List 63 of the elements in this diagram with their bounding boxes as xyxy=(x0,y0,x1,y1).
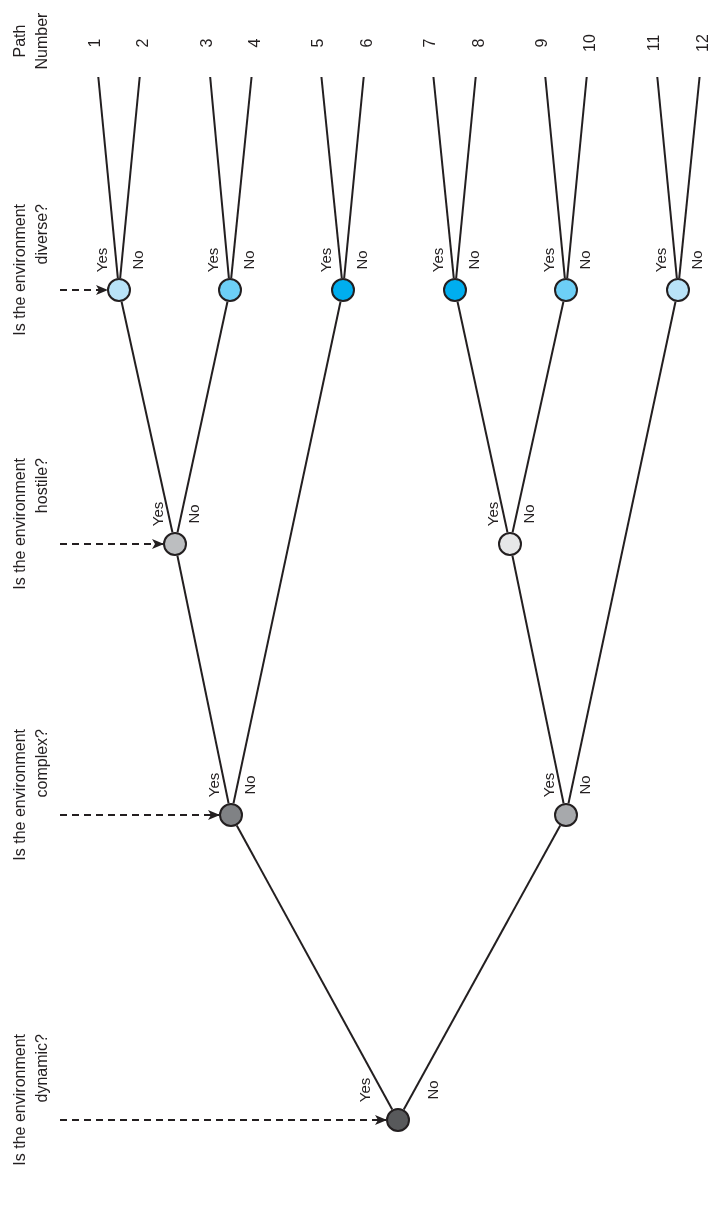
path-number: 6 xyxy=(358,38,376,48)
path-number: 12 xyxy=(694,34,712,52)
dashed-arrow xyxy=(59,810,220,820)
edge-label: No xyxy=(184,504,202,524)
branch-line xyxy=(232,300,342,805)
path-number: 11 xyxy=(645,34,663,52)
path-number: 3 xyxy=(198,38,216,48)
branch-line xyxy=(511,300,565,534)
edge-label: Yes xyxy=(539,772,557,798)
branch-line xyxy=(567,300,677,805)
dashed-arrow xyxy=(59,539,164,549)
edge-label: Yes xyxy=(651,247,669,273)
edge-label: No xyxy=(519,504,537,524)
path-number: 9 xyxy=(533,38,551,48)
path-number: 2 xyxy=(134,38,152,48)
branch-line xyxy=(176,554,230,805)
dashed-arrow xyxy=(59,1115,387,1125)
dashed-arrow xyxy=(59,285,108,295)
question-label: Is the environment complex? xyxy=(9,729,53,901)
question-label: Is the environment diverse? xyxy=(9,204,53,376)
branch-line xyxy=(432,76,455,280)
branch-line xyxy=(544,76,566,280)
edge-label: No xyxy=(239,250,257,270)
branch-line xyxy=(209,76,230,280)
branch-line xyxy=(566,76,588,280)
edge-label: No xyxy=(464,250,482,270)
edge-label: Yes xyxy=(204,772,222,798)
path-number: 8 xyxy=(470,38,488,48)
branch-line xyxy=(230,76,253,280)
path-number: 5 xyxy=(309,38,327,48)
path-number: 4 xyxy=(246,38,264,48)
edge-label: No xyxy=(423,1080,441,1100)
branch-line xyxy=(120,300,174,534)
branch-line xyxy=(455,76,477,280)
edge-label: No xyxy=(240,775,258,795)
question-label: Is the environment hostile? xyxy=(9,458,53,630)
edge-label: Yes xyxy=(316,247,334,273)
branch-line xyxy=(343,76,365,280)
branch-line xyxy=(320,76,343,280)
edge-label: No xyxy=(687,250,705,270)
branch-line xyxy=(511,554,565,805)
edge-label: No xyxy=(575,250,593,270)
path-number: 1 xyxy=(86,38,104,48)
branch-line xyxy=(656,76,678,280)
branch-line xyxy=(678,76,701,280)
edge-label: Yes xyxy=(148,501,166,527)
branch-line xyxy=(456,300,509,534)
path-number: 10 xyxy=(581,34,599,52)
branch-line xyxy=(97,76,119,280)
branch-line xyxy=(119,76,141,280)
question-label: Is the environment dynamic? xyxy=(9,1034,53,1206)
edge-label: No xyxy=(352,250,370,270)
column-header: Path Number xyxy=(10,11,51,72)
edge-label: Yes xyxy=(92,247,110,273)
edge-label: Yes xyxy=(539,247,557,273)
edge-label: Yes xyxy=(203,247,221,273)
edge-label: Yes xyxy=(483,501,501,527)
branch-line xyxy=(176,300,229,534)
path-number: 7 xyxy=(421,38,439,48)
edge-label: Yes xyxy=(355,1077,373,1103)
edge-label: Yes xyxy=(428,247,446,273)
edge-label: No xyxy=(128,250,146,270)
edge-label: No xyxy=(575,775,593,795)
